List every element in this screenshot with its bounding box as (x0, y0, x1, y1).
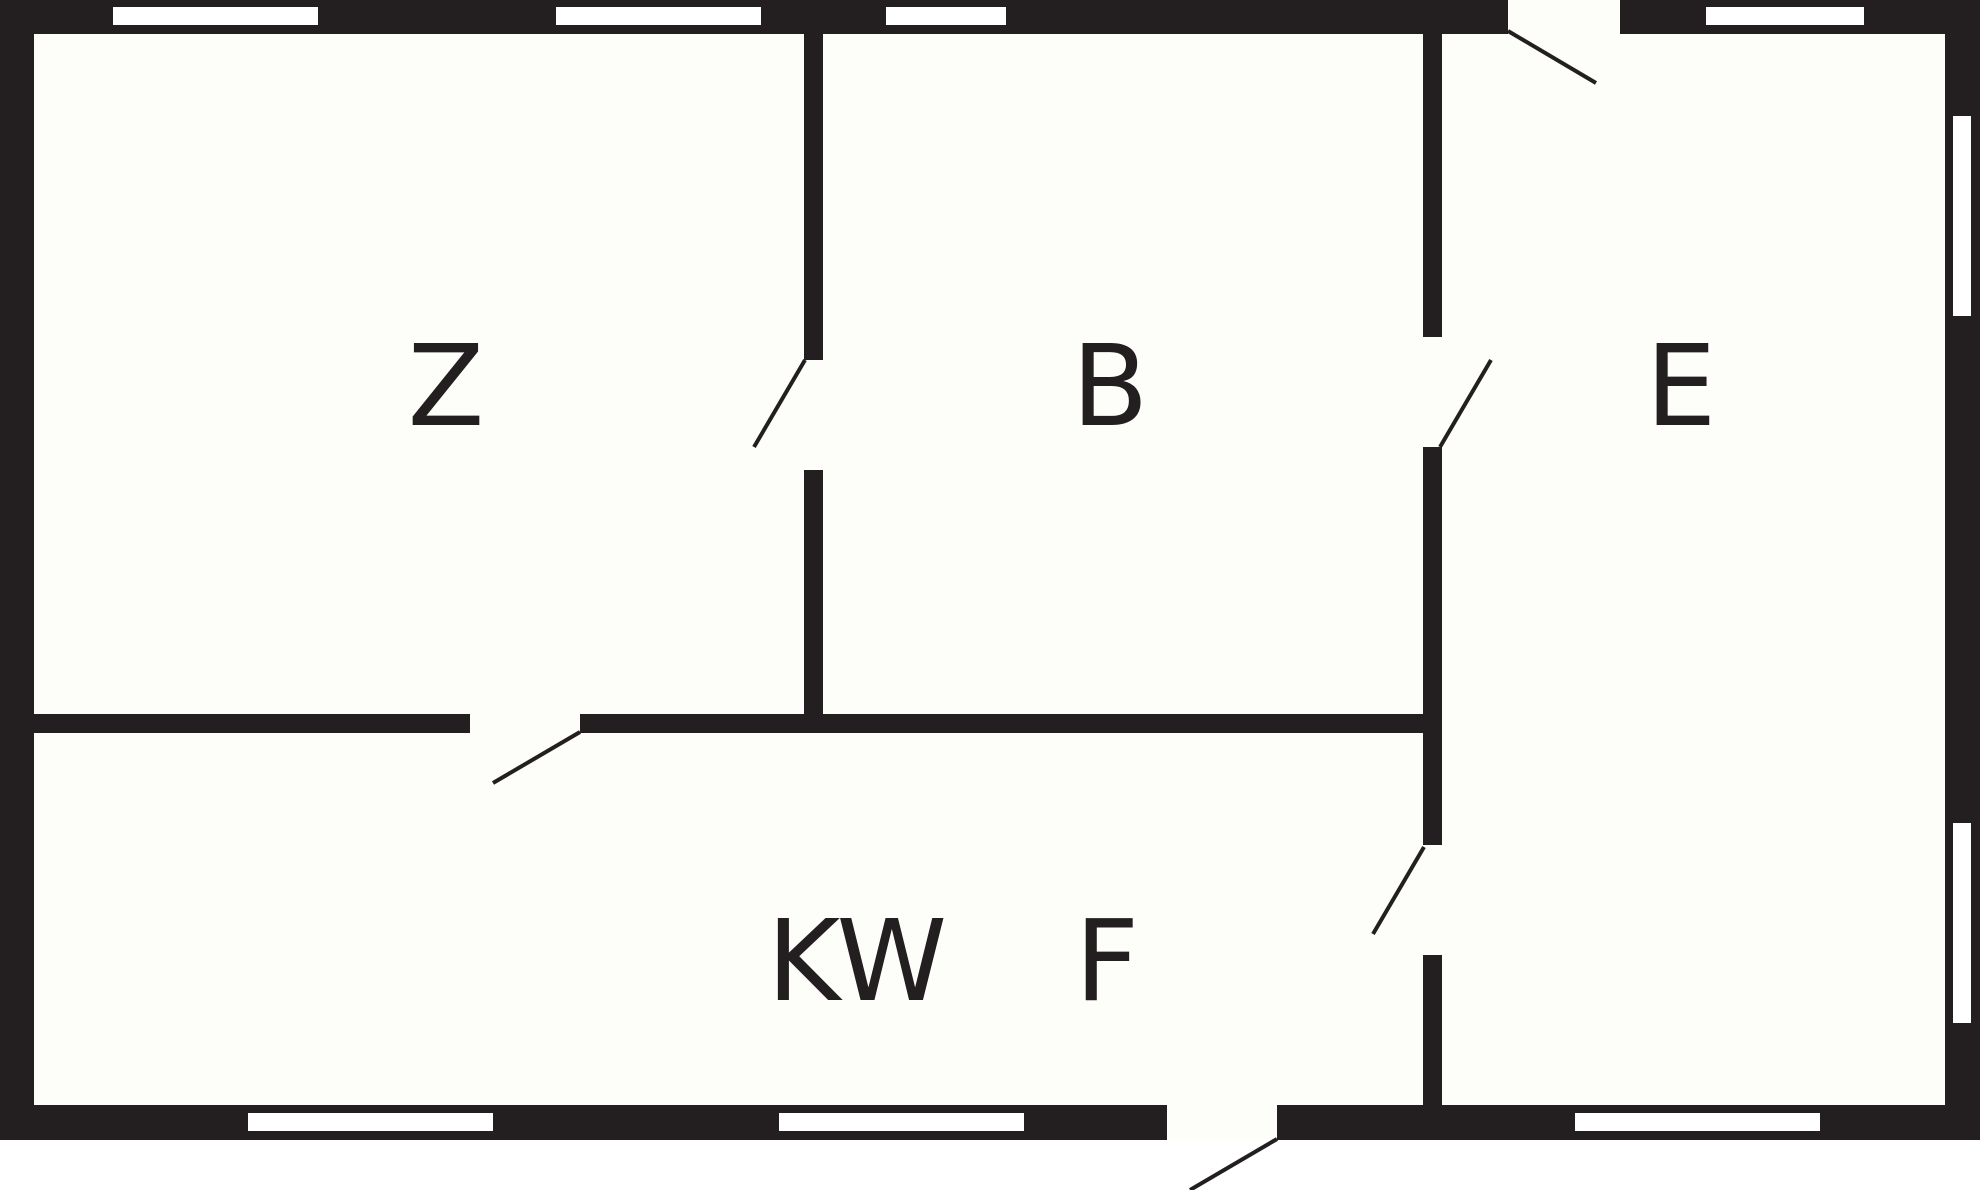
door-leaf-z-kw (491, 730, 582, 785)
room-floor-b (823, 34, 1423, 714)
door-leaf-kw-e (1371, 845, 1426, 936)
window-right-2 (1953, 823, 1971, 1023)
door-leaf-entry-top (1506, 29, 1598, 85)
door-opening-entry-bottom (1167, 1104, 1277, 1141)
room-label-b: B (1072, 322, 1149, 452)
window-top-3 (886, 7, 1006, 25)
window-top-1 (113, 7, 318, 25)
door-leaf-z-b (752, 358, 807, 449)
room-floor-kw (34, 733, 1423, 1105)
room-label-e: E (1646, 322, 1717, 452)
room-floor-e (1442, 34, 1945, 1105)
door-leaf-entry-bottom (1188, 1137, 1279, 1190)
room-floor-z (34, 34, 804, 714)
window-bottom-1 (248, 1113, 493, 1131)
window-top-4 (1706, 7, 1864, 25)
door-opening-b-e (1422, 337, 1443, 447)
window-bottom-3 (1575, 1113, 1820, 1131)
room-label-kw: KW (767, 897, 947, 1027)
door-opening-z-b (803, 360, 824, 470)
door-leaf-b-e (1438, 358, 1493, 449)
room-label-f: F (1075, 897, 1139, 1027)
door-opening-kw-e (1422, 845, 1443, 955)
window-bottom-2 (779, 1113, 1024, 1131)
window-right-1 (1953, 116, 1971, 316)
door-opening-entry-top (1508, 0, 1620, 34)
window-top-2 (556, 7, 761, 25)
door-opening-z-kw (470, 713, 580, 734)
room-label-z: Z (408, 322, 485, 452)
